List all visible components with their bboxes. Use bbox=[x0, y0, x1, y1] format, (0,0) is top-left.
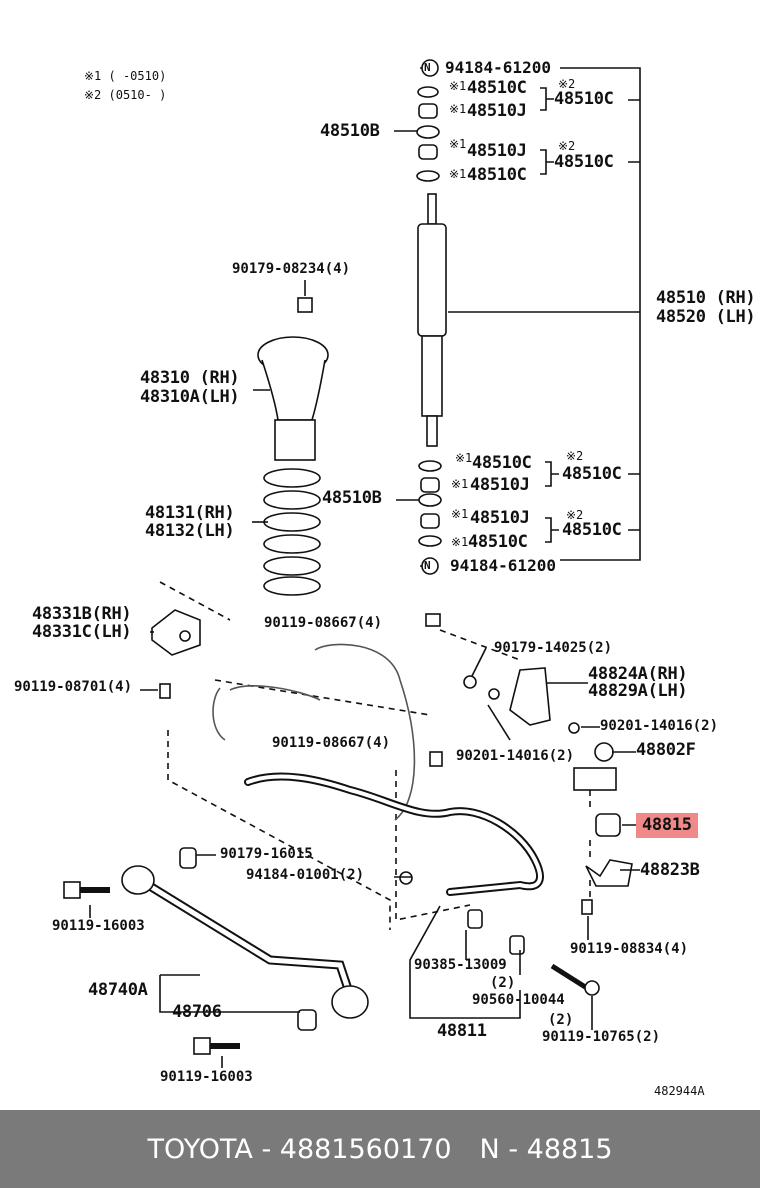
part-48510J-d: 48510J bbox=[470, 508, 530, 528]
mark-x1-g: ※1 bbox=[451, 507, 469, 521]
part-48520-lh: 48520 (LH) bbox=[656, 307, 756, 327]
part-48510C-c: 48510C bbox=[472, 453, 532, 473]
mark-x1-h: ※1 bbox=[451, 535, 469, 549]
part-48331C-lh: 48331C(LH) bbox=[32, 622, 132, 642]
part-90385-qty: (2) bbox=[490, 975, 516, 991]
part-48815-highlighted[interactable]: 48815 bbox=[636, 813, 698, 838]
part-90119-08834: 90119-08834(4) bbox=[570, 941, 689, 957]
part-90179-16015: 90179-16015 bbox=[220, 846, 313, 862]
part-code: N - 48815 bbox=[479, 1133, 613, 1165]
part-48510B-bot: 48510B bbox=[322, 488, 382, 508]
part-48824A-rh: 48824A(RH) bbox=[588, 664, 688, 684]
part-48823B: 48823B bbox=[640, 860, 700, 880]
mark-x2-d: ※2 bbox=[566, 508, 584, 522]
part-48310-rh: 48310 (RH) bbox=[140, 368, 240, 388]
part-48510C-group3: 48510C bbox=[562, 464, 622, 484]
part-48829A-lh: 48829A(LH) bbox=[588, 681, 688, 701]
part-48510J-c: 48510J bbox=[470, 475, 530, 495]
diagram-id: 482944A bbox=[654, 1084, 705, 1098]
mark-x2-a: ※2 bbox=[558, 77, 576, 91]
part-90385-13009: 90385-13009 bbox=[414, 957, 507, 973]
mark-x1-f: ※1 bbox=[451, 477, 469, 491]
part-48331B-rh: 48331B(RH) bbox=[32, 604, 132, 624]
part-48811: 48811 bbox=[437, 1021, 487, 1041]
part-48510J-b: 48510J bbox=[467, 141, 527, 161]
part-90119-16003-a: 90119-16003 bbox=[52, 918, 145, 934]
part-48510C-a: 48510C bbox=[467, 78, 527, 98]
n-mark-top: N bbox=[424, 61, 431, 74]
brand-part-number: TOYOTA - 4881560170 bbox=[147, 1133, 452, 1165]
part-48510C-group2: 48510C bbox=[554, 152, 614, 172]
part-48706: 48706 bbox=[172, 1002, 222, 1022]
part-90560-10044: 90560-10044 bbox=[472, 992, 565, 1008]
part-90179-08234: 90179-08234(4) bbox=[232, 261, 351, 277]
part-48802F: 48802F bbox=[636, 740, 696, 760]
part-48310A-lh: 48310A(LH) bbox=[140, 387, 240, 407]
part-info-footer: TOYOTA - 4881560170 N - 48815 bbox=[0, 1110, 760, 1188]
part-90179-14025: 90179-14025(2) bbox=[494, 640, 613, 656]
part-90560-qty: (2) bbox=[548, 1012, 574, 1028]
part-48510C-group1: 48510C bbox=[554, 89, 614, 109]
mark-x1-e: ※1 bbox=[455, 451, 473, 465]
part-94184-01001: 94184-01001(2) bbox=[246, 867, 365, 883]
mark-x2-b: ※2 bbox=[558, 139, 576, 153]
parts-diagram: ※1 ( -0510) ※2 (0510- ) N 94184-61200 ※1… bbox=[14, 58, 756, 1098]
part-94184-61200-bot: 94184-61200 bbox=[450, 556, 556, 575]
part-90119-08667-a: 90119-08667(4) bbox=[264, 615, 383, 631]
part-48740A: 48740A bbox=[88, 980, 148, 1000]
mark-x1-b: ※1 bbox=[449, 102, 467, 116]
part-48510C-b: 48510C bbox=[467, 165, 527, 185]
part-94184-61200-top: 94184-61200 bbox=[445, 58, 551, 77]
part-48510-rh: 48510 (RH) bbox=[656, 288, 756, 308]
part-90119-10765: 90119-10765(2) bbox=[542, 1029, 661, 1045]
part-48510C-d: 48510C bbox=[468, 532, 528, 552]
n-mark-bot: N bbox=[424, 559, 431, 572]
footnote-2: ※2 (0510- ) bbox=[84, 88, 167, 102]
part-90119-08667-b: 90119-08667(4) bbox=[272, 735, 391, 751]
part-48132-lh: 48132(LH) bbox=[145, 521, 235, 541]
part-90119-16003-b: 90119-16003 bbox=[160, 1069, 253, 1085]
part-48510C-group4: 48510C bbox=[562, 520, 622, 540]
part-48510B-top: 48510B bbox=[320, 121, 380, 141]
part-90201-14016-b: 90201-14016(2) bbox=[456, 748, 575, 764]
diagram-drawing bbox=[63, 59, 641, 1068]
part-90201-14016-a: 90201-14016(2) bbox=[600, 718, 719, 734]
mark-x1-d: ※1 bbox=[449, 167, 467, 181]
part-48131-rh: 48131(RH) bbox=[145, 503, 235, 523]
part-48510J-a: 48510J bbox=[467, 101, 527, 121]
mark-x1-c: ※1 bbox=[449, 137, 467, 151]
footnote-1: ※1 ( -0510) bbox=[84, 69, 167, 83]
mark-x1-a: ※1 bbox=[449, 79, 467, 93]
part-90119-08701: 90119-08701(4) bbox=[14, 679, 133, 695]
mark-x2-c: ※2 bbox=[566, 449, 584, 463]
